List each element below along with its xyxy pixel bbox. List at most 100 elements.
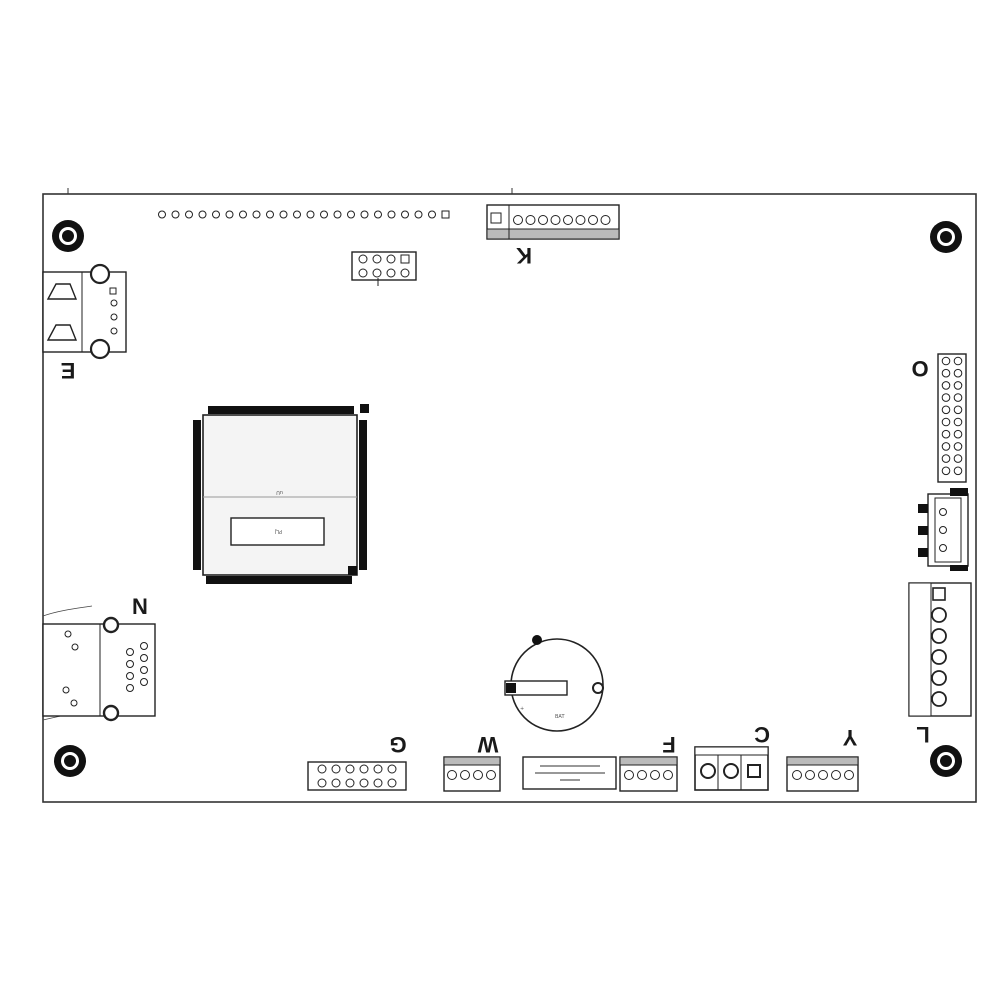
connector-k-pin	[588, 215, 598, 225]
connector-o-label: O	[911, 356, 928, 381]
chip-pins-bottom-row	[206, 576, 352, 584]
connector-k-pin	[513, 215, 523, 225]
connector-c-label: C	[754, 722, 770, 747]
connector-k-pin	[600, 215, 611, 225]
connector-g-pin	[373, 778, 383, 788]
connector-k-pin	[563, 215, 573, 225]
connector-g-label: G	[389, 732, 406, 757]
connector-c: C	[694, 722, 770, 791]
top-header-pin	[401, 210, 409, 219]
connector-l-pin	[931, 691, 947, 707]
connector-o: O	[911, 353, 967, 483]
connector-o-pin	[941, 454, 951, 463]
chip-pins-top-row	[208, 406, 354, 414]
connector-n: N	[42, 594, 156, 722]
connector-g-pin	[331, 764, 341, 774]
connector-g-pin	[359, 778, 369, 788]
connector-f-label: F	[662, 732, 675, 757]
connector-o-pin	[941, 466, 951, 476]
connector-o-pin	[953, 454, 963, 463]
connector-k-pin	[538, 215, 548, 225]
connector-e-label: E	[61, 358, 76, 383]
connector-o-pin	[941, 417, 951, 427]
connector-o-pin	[941, 368, 951, 378]
svg-text:PLJ: PLJ	[275, 528, 282, 534]
coin-battery-holder: + BAT	[504, 635, 604, 732]
top-header-pin	[279, 210, 288, 219]
connector-o-pin	[941, 442, 951, 451]
top-header-pin	[414, 210, 423, 219]
connector-o-pin	[953, 442, 963, 451]
connector-k-pin	[525, 215, 536, 225]
top-header-pin	[212, 210, 220, 219]
top-header-pin	[441, 210, 450, 219]
top-header-pin	[374, 210, 382, 219]
top-header-pin	[333, 210, 342, 219]
connector-o-pin	[953, 356, 963, 366]
connector-y: Y	[786, 725, 859, 792]
connector-o-pin	[953, 368, 963, 378]
connector-n-pin	[140, 678, 148, 686]
connector-o-pin	[941, 356, 951, 366]
top-header-pin	[171, 210, 180, 219]
top-header-pin	[387, 210, 396, 219]
connector-o-pin	[953, 429, 963, 439]
connector-g-pin	[387, 764, 397, 774]
connector-y-label: Y	[842, 725, 857, 750]
connector-g-pin	[317, 778, 327, 788]
top-pin-header	[158, 210, 450, 219]
connector-w-label: W	[477, 732, 498, 757]
chip-label-box	[230, 517, 325, 546]
top-header-pin	[252, 210, 261, 219]
connector-g-pin	[345, 778, 355, 788]
connector-n-pin	[140, 666, 148, 674]
connector-o-pin	[941, 405, 951, 415]
mounting-hole-bottom-left	[54, 745, 86, 777]
connector-g-pin	[387, 778, 397, 788]
svg-text:BAT: BAT	[555, 714, 565, 720]
connector-n-pin	[126, 684, 134, 692]
connector-o-pin	[953, 417, 963, 427]
mounting-hole-top-left	[52, 220, 84, 252]
top-header-pin	[428, 210, 436, 219]
connector-o-pin	[953, 393, 963, 402]
connector-l-pin	[931, 649, 947, 665]
connector-g-pin	[331, 778, 341, 788]
connector-o-pin	[941, 381, 951, 390]
connector-g-pin	[359, 764, 369, 774]
mounting-hole-top-right	[930, 221, 962, 253]
connector-o-pin	[941, 393, 951, 402]
top-header-pin	[360, 210, 369, 219]
top-header-pin	[266, 210, 274, 219]
mounting-holes	[52, 220, 962, 777]
connector-l-pin	[931, 628, 947, 644]
connector-l-pin	[931, 670, 947, 686]
top-header-pin	[347, 210, 355, 219]
connector-jp-3pin	[918, 488, 969, 571]
top-header-pin	[239, 210, 247, 219]
connector-g: G	[307, 732, 407, 791]
connector-l-pin	[931, 607, 947, 623]
connector-l: L	[908, 582, 972, 747]
connector-n-pin	[126, 660, 134, 668]
connector-o-pin	[953, 381, 963, 390]
connector-f: F	[619, 732, 678, 792]
connector-n-pin	[126, 648, 134, 656]
connector-n-pin	[126, 672, 134, 680]
top-header-pin	[293, 210, 301, 219]
top-header-pin	[306, 210, 315, 219]
svg-text:+: +	[520, 706, 524, 712]
mounting-hole-bottom-right	[930, 745, 962, 777]
connector-k-pin	[575, 215, 586, 225]
connector-g-pin	[373, 764, 383, 774]
main-processor-chip: PLJ uU	[193, 404, 369, 584]
connector-g-pin	[345, 764, 355, 774]
connector-o-pin	[953, 405, 963, 415]
connector-o-pin	[941, 429, 951, 439]
top-header-pin	[185, 210, 193, 219]
connector-l-label: L	[916, 722, 929, 747]
connector-o-pin	[953, 466, 963, 476]
top-header-pin	[225, 210, 234, 219]
small-header-j4	[351, 251, 417, 286]
